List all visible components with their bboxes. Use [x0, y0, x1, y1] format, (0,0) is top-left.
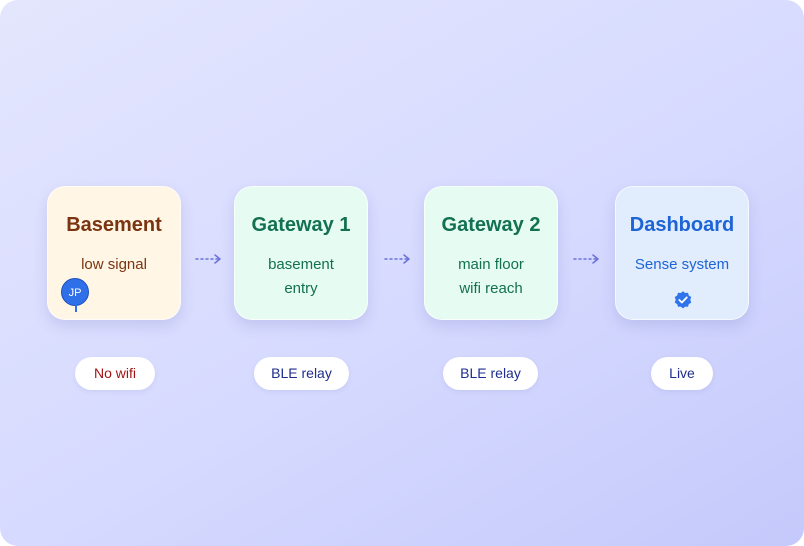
arrow-gateway1-gateway2: [384, 254, 410, 264]
node-gateway-1-line2: entry: [284, 280, 318, 297]
node-dashboard-title: Dashboard: [629, 214, 735, 236]
node-gateway-2: Gateway 2 main floor wifi reach: [424, 186, 558, 320]
node-gateway-2-line1: main floor: [458, 256, 524, 273]
node-basement: Basement low signal JP: [47, 186, 181, 320]
node-dashboard-subtitle: Sense system: [634, 256, 730, 273]
status-badge-live: Live: [651, 357, 713, 390]
arrow-gateway2-dashboard: [573, 254, 599, 264]
node-gateway-1-line1: basement: [268, 256, 334, 273]
status-badge-no-wifi: No wifi: [75, 357, 155, 390]
node-gateway-1-description: basement entry: [241, 253, 361, 301]
avatar-pin-icon: [75, 305, 77, 312]
avatar: JP: [61, 278, 89, 306]
node-basement-subtitle: low signal: [81, 256, 147, 273]
status-badge-ble-relay-1: BLE relay: [254, 357, 349, 390]
node-gateway-2-description: main floor wifi reach: [431, 253, 551, 301]
node-gateway-2-line2: wifi reach: [459, 280, 523, 297]
status-badge-ble-relay-2: BLE relay: [443, 357, 538, 390]
arrow-basement-gateway1: [195, 254, 221, 264]
node-dashboard: Dashboard Sense system: [615, 186, 749, 320]
node-gateway-1-title: Gateway 1: [251, 214, 351, 236]
node-basement-title: Basement: [66, 214, 162, 236]
node-gateway-1: Gateway 1 basement entry: [234, 186, 368, 320]
verified-badge-icon: [674, 291, 692, 309]
node-gateway-2-title: Gateway 2: [441, 214, 541, 236]
